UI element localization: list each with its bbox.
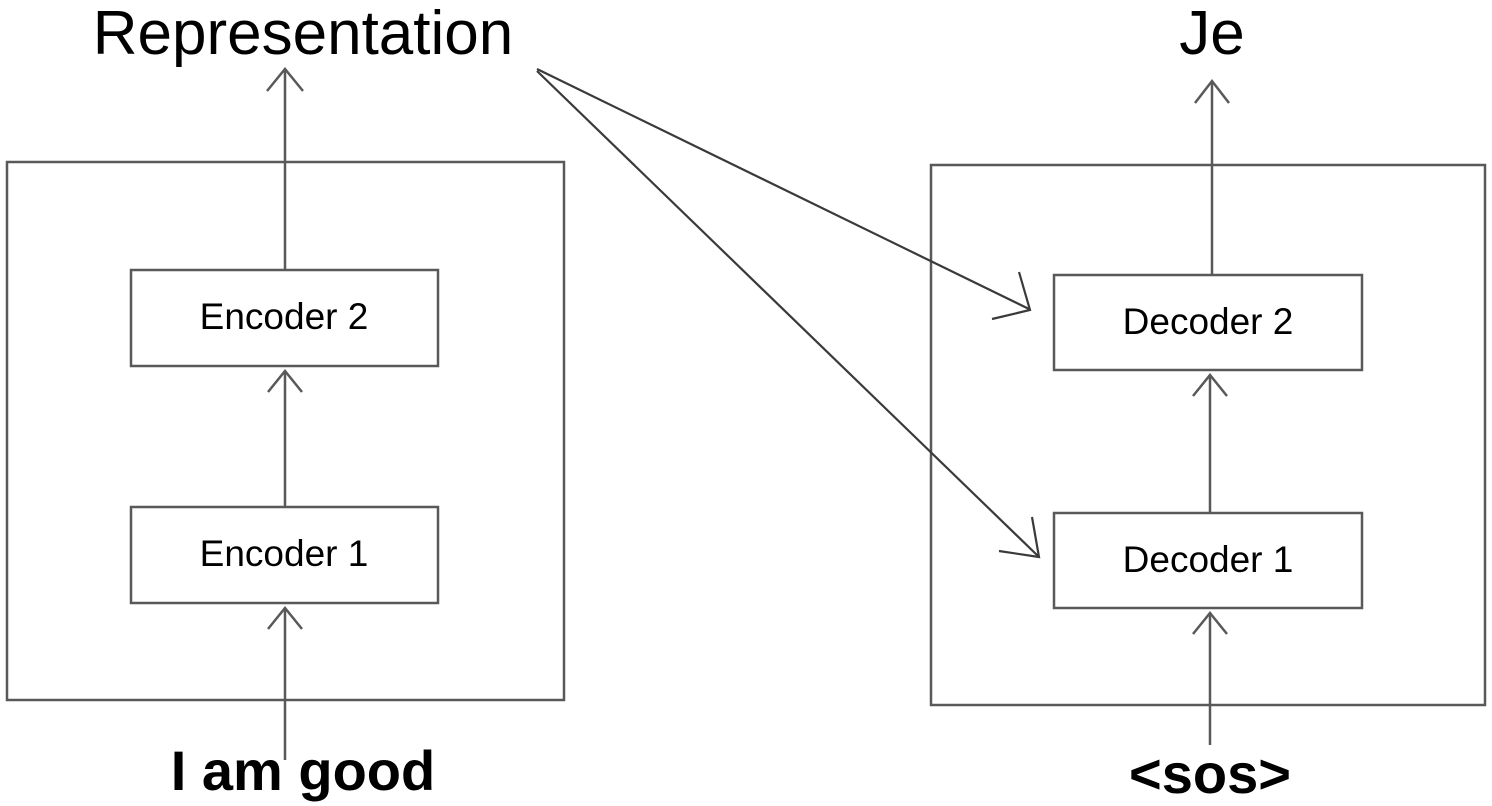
decoder-input-label: <sos> bbox=[1129, 742, 1291, 805]
encoder-1-box[interactable] bbox=[129, 505, 440, 605]
decoder-output-label: Je bbox=[1179, 0, 1244, 68]
encoder2-to-representation-arrowhead bbox=[266, 67, 304, 92]
representation-to-decoder1-arrowhead bbox=[998, 516, 1041, 559]
decoder-1-box[interactable] bbox=[1052, 511, 1364, 610]
decoder-1-label: Decoder 1 bbox=[1123, 539, 1294, 580]
encoder-input-label: I am good bbox=[171, 739, 435, 802]
input-to-encoder1-arrowhead bbox=[267, 606, 303, 630]
decoder2-to-output-arrowhead bbox=[1194, 78, 1230, 104]
representation-to-decoder2-line bbox=[536, 68, 1030, 310]
encoder-2-label: Encoder 2 bbox=[200, 296, 369, 337]
representation-to-decoder1-line bbox=[536, 70, 1039, 557]
encoder-2-box[interactable] bbox=[129, 268, 440, 368]
encoder-1-label: Encoder 1 bbox=[200, 533, 369, 574]
decoder-stack-container bbox=[929, 163, 1487, 707]
decoder-2-label: Decoder 2 bbox=[1123, 301, 1294, 342]
decoder1-to-decoder2-arrowhead bbox=[1192, 373, 1228, 397]
representation-label: Representation bbox=[93, 0, 514, 68]
input-to-decoder1-arrowhead bbox=[1192, 611, 1228, 635]
encoder1-to-encoder2-arrowhead bbox=[267, 369, 303, 393]
decoder-2-box[interactable] bbox=[1052, 273, 1364, 372]
representation-to-decoder2-arrowhead bbox=[991, 271, 1032, 321]
